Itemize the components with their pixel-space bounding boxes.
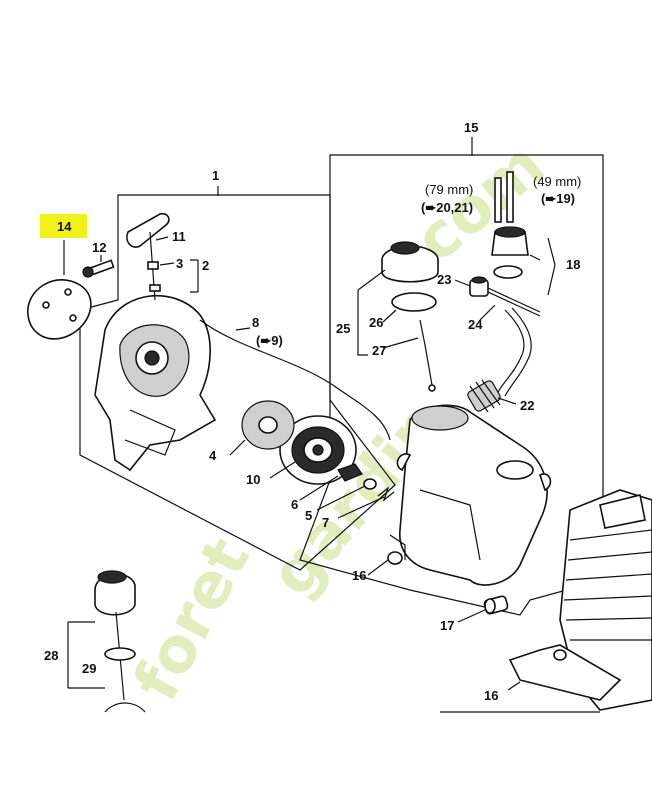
rope-rotor-part-10: [279, 415, 357, 485]
fuel-tank: [389, 404, 552, 586]
label-4: 4: [209, 448, 217, 463]
label-dim-79mm: (79 mm): [425, 182, 473, 197]
screw-part-12: [82, 255, 115, 278]
bracket-28: [67, 621, 105, 689]
label-8-ref: (➨9): [256, 333, 283, 348]
label-24: 24: [468, 317, 483, 332]
label-12: 12: [92, 240, 106, 255]
label-5: 5: [305, 508, 312, 523]
label-ref-20-21: (➨20,21): [421, 200, 473, 215]
label-15: 15: [464, 120, 478, 135]
label-17: 17: [440, 618, 454, 633]
spring-part-4: [241, 400, 295, 450]
label-23: 23: [437, 272, 451, 287]
label-1: 1: [212, 168, 219, 183]
label-dim-49mm: (49 mm): [533, 174, 581, 189]
bracket-part-16: [440, 644, 622, 713]
fuel-hose-part-24: [497, 307, 532, 397]
label-16-bracket: 16: [484, 688, 498, 703]
washer-part-5: [363, 478, 377, 490]
fuel-filter-part-22: [467, 379, 501, 413]
svg-text:foret: foret: [119, 526, 264, 712]
label-29: 29: [82, 661, 96, 676]
label-2: 2: [202, 258, 209, 273]
oil-cap-part-28: [94, 570, 136, 701]
label-10: 10: [246, 472, 260, 487]
fuel-hose-79mm: [494, 177, 502, 223]
label-16-tank: 16: [352, 568, 366, 583]
fuel-hose-49mm: [506, 171, 514, 223]
leader-lines: [155, 236, 556, 691]
label-14-highlight: [40, 214, 87, 238]
label-28: 28: [44, 648, 58, 663]
label-25: 25: [336, 321, 350, 336]
label-3: 3: [176, 256, 183, 271]
seal-ring-part-26: [391, 292, 437, 312]
label-11: 11: [172, 229, 186, 244]
grommet-part-17: [483, 595, 509, 615]
label-8: 8: [252, 315, 259, 330]
grommet-part-16: [387, 551, 403, 565]
tank-vent-part-23: [469, 276, 541, 317]
label-26: 26: [369, 315, 383, 330]
label-14: 14: [57, 219, 72, 234]
grommet-part-18: [491, 226, 529, 279]
group-box-15: [299, 154, 604, 616]
spring-clip-part-7: [377, 486, 395, 502]
pawl-part-6: [337, 463, 363, 482]
starter-housing-part-8: [94, 294, 217, 472]
label-6: 6: [291, 497, 298, 512]
cover-plate-part-14: [27, 240, 92, 340]
label-18: 18: [566, 257, 580, 272]
label-ref-19: (➨19): [541, 191, 575, 206]
rope-8: [199, 319, 391, 441]
label-7: 7: [322, 515, 329, 530]
base-curve: [104, 702, 146, 713]
o-ring-part-29: [104, 647, 136, 661]
label-22: 22: [520, 398, 534, 413]
starter-grip-part-11: [126, 212, 170, 301]
label-27: 27: [372, 343, 386, 358]
retainer-part-27: [419, 319, 436, 392]
engine-cylinder: [559, 489, 652, 711]
fuel-cap-part-25: [381, 241, 439, 283]
